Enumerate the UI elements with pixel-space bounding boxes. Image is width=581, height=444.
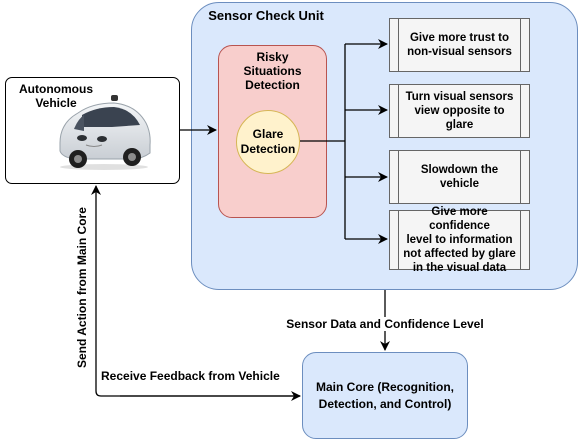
- action-line: level to information: [406, 234, 513, 246]
- main-core-line: Main Core (Recognition,: [316, 379, 454, 394]
- action-line: Give more trust to: [409, 32, 510, 44]
- glare-line: Glare: [252, 127, 284, 141]
- risky-situations-title: Risky Situations Detection: [218, 50, 327, 92]
- action-line: non-visual sensors: [407, 46, 512, 58]
- risky-title-line: Risky: [256, 50, 289, 64]
- action-line: Turn visual sensors: [405, 91, 514, 103]
- glare-line: Detection: [240, 142, 296, 156]
- edge-label-sensor-data: Sensor Data and Confidence Level: [270, 317, 500, 331]
- risky-title-line: Situations: [243, 64, 302, 78]
- sensor-check-unit-title: Sensor Check Unit: [208, 8, 324, 23]
- edge-label-feedback: Receive Feedback from Vehicle: [101, 369, 280, 383]
- vehicle-label: Autonomous Vehicle: [19, 82, 93, 110]
- action-line: Slowdown the vehicle: [420, 164, 499, 190]
- action-box-turn-visual-sensors: Turn visual sensors view opposite to gla…: [389, 84, 530, 138]
- arrow-main-core-to-vehicle: [91, 185, 300, 397]
- glare-detection-node: Glare Detection: [236, 110, 300, 174]
- action-line: in the visual data: [412, 262, 507, 274]
- main-core-line: Detection, and Control): [318, 396, 452, 411]
- action-box-trust-non-visual: Give more trust to non-visual sensors: [389, 18, 530, 72]
- edge-label-send-action: Send Action from Main Core: [75, 207, 89, 368]
- action-box-slowdown: Slowdown the vehicle: [389, 150, 530, 204]
- risky-situations-detection: [218, 45, 327, 218]
- action-line: view opposite to glare: [414, 105, 505, 131]
- risky-title-line: Detection: [245, 78, 300, 92]
- car-icon: [59, 95, 151, 170]
- main-core-node: Main Core (Recognition, Detection, and C…: [302, 352, 468, 439]
- action-line: not affected by glare: [403, 248, 516, 260]
- action-line: Give more confidence: [429, 206, 490, 232]
- action-box-confidence-level: Give more confidence level to informatio…: [389, 206, 530, 274]
